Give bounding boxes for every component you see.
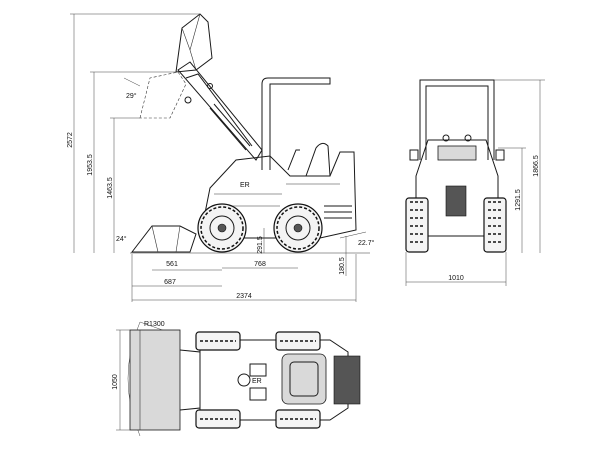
side-view: ER 2572 1953 (67, 13, 375, 302)
dim-hinge-height: 1953.5 (87, 154, 94, 176)
dim-bucket-reach: 687 (164, 279, 176, 286)
dim-dump-angle: 29° (126, 92, 137, 100)
dim-overall-height: 2572 (67, 132, 74, 148)
front-left-wheel (405, 197, 429, 253)
top-bucket (129, 329, 181, 431)
lift-cylinder (209, 107, 247, 151)
dim-turn-radius: R1300 (144, 321, 165, 328)
rear-wheel (273, 203, 323, 253)
dim-ground-clearance: 180.5 (339, 257, 346, 275)
bucket-dump-position (139, 71, 187, 119)
dim-overall-length: 2374 (236, 293, 252, 300)
svg-text:ER: ER (252, 378, 262, 385)
front-wheel (197, 203, 247, 253)
dim-rops-height: 1866.5 (533, 155, 540, 177)
bucket-lowered (130, 225, 197, 253)
front-right-wheel (483, 197, 507, 253)
dim-reach-front-axle: 561 (166, 261, 178, 268)
svg-text:ER: ER (240, 182, 250, 189)
dim-departure-angle: 22.7° (358, 239, 375, 247)
rops-frame (261, 77, 331, 170)
front-rops (419, 79, 495, 160)
dim-bucket-width: 1050 (112, 374, 119, 390)
dim-width: 1010 (448, 275, 464, 282)
operator-seat (305, 142, 331, 177)
dim-wheelbase: 768 (254, 261, 266, 268)
dim-cab-height: 1291.5 (515, 189, 522, 211)
dim-rollback-angle: 24° (116, 235, 127, 243)
dim-dump-height: 1463.5 (107, 177, 114, 199)
engine-vents (324, 205, 352, 219)
front-view: 1866.5 1291.5 1010 (405, 79, 545, 286)
top-view: R1300 ER 1050 (112, 321, 361, 437)
dim-axle-height: 291.5 (257, 236, 264, 254)
